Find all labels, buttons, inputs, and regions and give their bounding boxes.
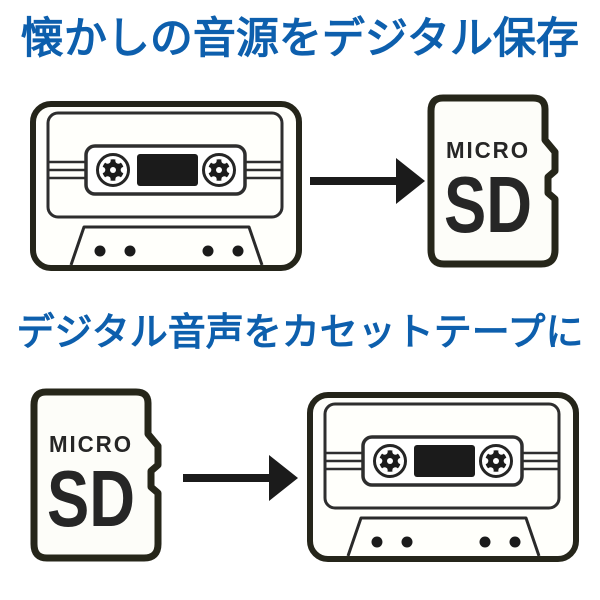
screw-dots bbox=[371, 536, 521, 548]
sd-card-label-sd: SD bbox=[47, 454, 135, 543]
cassette-side-lines bbox=[49, 160, 281, 180]
tape-window bbox=[414, 445, 475, 477]
sd-card-label-micro: MICRO bbox=[49, 431, 133, 457]
cassette-tape-icon bbox=[307, 392, 579, 562]
arrow-right-icon bbox=[183, 455, 298, 501]
cassette-side-lines bbox=[326, 451, 558, 471]
left-reel bbox=[96, 153, 130, 187]
heading-digital-to-analog: デジタル音声をカセットテープに bbox=[16, 312, 584, 354]
arrow-right-icon bbox=[310, 158, 425, 204]
left-reel bbox=[373, 444, 407, 478]
screw-dots bbox=[94, 245, 244, 257]
cassette-label-area bbox=[46, 111, 284, 219]
base-trapezoid bbox=[346, 516, 541, 557]
sd-card-body bbox=[30, 388, 162, 562]
micro-sd-card-icon: MICRO SD bbox=[30, 388, 162, 562]
sd-card-label-sd: SD bbox=[444, 160, 532, 249]
heading-analog-to-digital: 懐かしの音源をデジタル保存 bbox=[20, 15, 580, 63]
right-reel bbox=[202, 153, 236, 187]
tape-window bbox=[137, 154, 198, 186]
cassette-label-area bbox=[323, 402, 561, 510]
sd-card-label-micro: MICRO bbox=[446, 137, 530, 163]
right-reel bbox=[479, 444, 513, 478]
micro-sd-card-icon: MICRO SD bbox=[427, 94, 559, 268]
cassette-tape-icon bbox=[30, 101, 302, 271]
sd-card-body bbox=[427, 94, 559, 268]
base-trapezoid bbox=[69, 225, 264, 266]
